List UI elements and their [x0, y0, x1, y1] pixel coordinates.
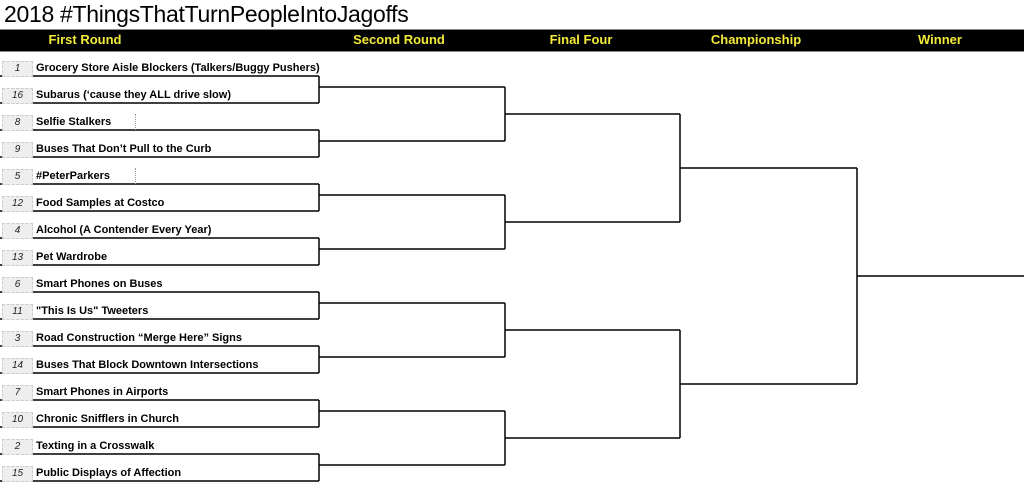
team-name: #PeterParkers [36, 170, 111, 182]
dotted-divider [135, 168, 136, 184]
seed-number: 2 [2, 439, 33, 455]
round-label-winner: Winner [918, 32, 962, 47]
seed-number: 7 [2, 385, 33, 401]
team-name: Smart Phones in Airports [36, 386, 169, 398]
seed-number: 12 [2, 196, 33, 212]
seed-number: 16 [2, 88, 33, 104]
team-name: Alcohol (A Contender Every Year) [36, 224, 212, 236]
seed-number: 11 [2, 304, 33, 320]
team-name: Smart Phones on Buses [36, 278, 163, 290]
team-name: "This Is Us" Tweeters [36, 305, 149, 317]
seed-number: 6 [2, 277, 33, 293]
team-name: Subarus (‘cause they ALL drive slow) [36, 89, 231, 101]
seed-number: 14 [2, 358, 33, 374]
seed-number: 4 [2, 223, 33, 239]
seed-number: 13 [2, 250, 33, 266]
team-name: Buses That Don’t Pull to the Curb [36, 143, 212, 155]
team-name: Grocery Store Aisle Blockers (Talkers/Bu… [36, 62, 320, 74]
seed-number: 3 [2, 331, 33, 347]
round-header-bar: First Round Second Round Final Four Cham… [0, 29, 1024, 52]
round-label-final-four: Final Four [549, 32, 613, 47]
team-name: Texting in a Crosswalk [36, 440, 155, 452]
page-title: 2018 #ThingsThatTurnPeopleIntoJagoffs [4, 1, 409, 27]
seed-number: 5 [2, 169, 33, 185]
team-name: Food Samples at Costco [36, 197, 165, 209]
dotted-divider [135, 114, 136, 130]
seed-number: 1 [2, 61, 33, 77]
team-name: Public Displays of Affection [36, 467, 182, 479]
team-name: Selfie Stalkers [36, 116, 112, 128]
team-name: Road Construction “Merge Here” Signs [36, 332, 242, 344]
seed-number: 10 [2, 412, 33, 428]
seed-number: 15 [2, 466, 33, 482]
team-name: Chronic Snifflers in Church [36, 413, 180, 425]
seed-number: 9 [2, 142, 33, 158]
round-label-second: Second Round [353, 32, 445, 47]
round-label-first: First Round [48, 32, 122, 47]
team-name: Buses That Block Downtown Intersections [36, 359, 259, 371]
round-label-championship: Championship [710, 32, 802, 47]
seed-number: 8 [2, 115, 33, 131]
team-name: Pet Wardrobe [36, 251, 108, 263]
